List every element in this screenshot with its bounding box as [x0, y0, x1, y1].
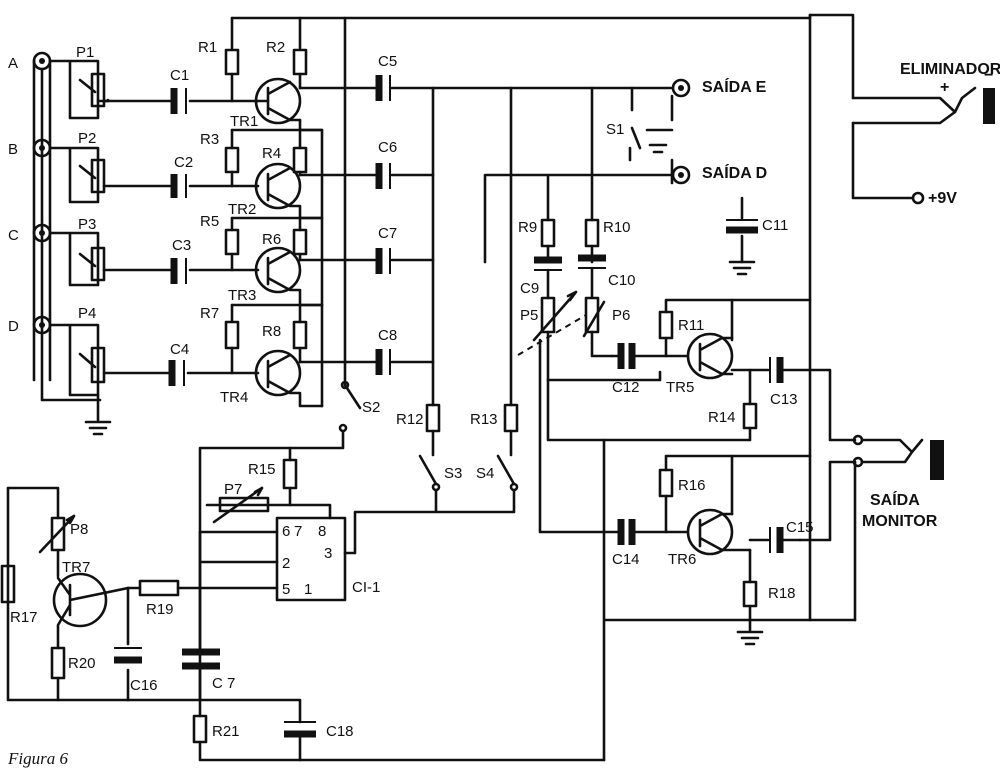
tr4-label: TR4: [220, 389, 248, 406]
s4-label: S4: [476, 465, 494, 482]
r6-label: R6: [262, 231, 281, 248]
figure-caption: Figura 6: [7, 749, 68, 768]
r19-label: R19: [146, 601, 174, 618]
input-pots: [48, 59, 112, 436]
c4-label: C4: [170, 341, 189, 358]
p4-label: P4: [78, 305, 96, 322]
input-label-c: C: [8, 227, 19, 244]
ic-pin-2: 2: [282, 555, 290, 572]
r10-label: R10: [603, 219, 631, 236]
monitor-selector: [517, 218, 662, 382]
r18-label: R18: [768, 585, 796, 602]
ic-pin-5: 5: [282, 581, 290, 598]
r4-label: R4: [262, 145, 281, 162]
tr2-label: TR2: [228, 201, 256, 218]
c11-capacitor: [726, 196, 758, 276]
tr1-label: TR1: [230, 113, 258, 130]
r3-label: R3: [200, 131, 219, 148]
saida-e-label: SAÍDA E: [702, 77, 767, 96]
ic-pin-6: 6: [282, 523, 290, 540]
eliminador-label: ELIMINADOR: [900, 61, 1000, 78]
s3-label: S3: [444, 465, 462, 482]
tr5-label: TR5: [666, 379, 694, 396]
monitor-jack: [798, 434, 944, 622]
r14-label: R14: [708, 409, 736, 426]
c10-label: C10: [608, 272, 636, 289]
tr3-label: TR3: [228, 287, 256, 304]
c7-label: C7: [378, 225, 397, 242]
c6-label: C6: [378, 139, 397, 156]
p8-label: P8: [70, 521, 88, 538]
output-bus: [343, 75, 674, 407]
p7-label: P7: [224, 481, 242, 498]
p5-label: P5: [520, 307, 538, 324]
ic-pin-8: 8: [318, 523, 326, 540]
ic-pin-7: 7: [294, 523, 302, 540]
mixer-transistors: [224, 13, 855, 408]
c5-label: C5: [378, 53, 397, 70]
tr6-stage: [538, 338, 857, 762]
p1-label: P1: [76, 44, 94, 61]
c7b-label: C 7: [212, 675, 235, 692]
power-supply: [808, 13, 995, 622]
r7-label: R7: [200, 305, 219, 322]
c12-label: C12: [612, 379, 640, 396]
input-label-a: A: [8, 55, 18, 72]
c11-label: C11: [762, 217, 788, 234]
s2-label: S2: [362, 399, 380, 416]
p6-label: P6: [612, 307, 630, 324]
r12-label: R12: [396, 411, 424, 428]
saida-d-label: SAÍDA D: [702, 163, 767, 182]
r1-label: R1: [198, 39, 217, 56]
output-jacks: [628, 78, 691, 185]
c1-label: C1: [170, 67, 189, 84]
c15-label: C15: [786, 519, 814, 536]
c2-label: C2: [174, 154, 193, 171]
switches: [198, 380, 519, 702]
tr5-stage: [546, 298, 857, 442]
c8-label: C8: [378, 327, 397, 344]
input-jacks: [32, 51, 102, 402]
minus-label: −: [984, 67, 993, 84]
input-stage-wiring: [102, 88, 270, 386]
saida-monitor-line1: SAÍDA: [870, 490, 920, 509]
r2-label: R2: [266, 39, 285, 56]
r13-label: R13: [470, 411, 498, 428]
r16-label: R16: [678, 477, 706, 494]
c18-label: C18: [326, 723, 354, 740]
c3-label: C3: [172, 237, 191, 254]
ic-pin-1: 1: [304, 581, 312, 598]
r15-label: R15: [248, 461, 276, 478]
ic-timer: [126, 446, 347, 602]
r8-label: R8: [262, 323, 281, 340]
c13-label: C13: [770, 391, 798, 408]
tr6-label: TR6: [668, 551, 696, 568]
r20-label: R20: [68, 655, 96, 672]
lfo-section: [0, 486, 606, 762]
s1-label: S1: [606, 121, 624, 138]
plus-label: +: [940, 79, 949, 96]
p3-label: P3: [78, 216, 96, 233]
r21-label: R21: [212, 723, 240, 740]
c16-label: C16: [130, 677, 158, 694]
r5-label: R5: [200, 213, 219, 230]
c9-label: C9: [520, 280, 539, 297]
input-label-d: D: [8, 318, 19, 335]
ic-pin-3: 3: [324, 545, 332, 562]
tr7-label: TR7: [62, 559, 90, 576]
p2-label: P2: [78, 130, 96, 147]
ci1-label: CI-1: [352, 579, 380, 596]
r11-label: R11: [678, 317, 704, 334]
supply-label: +9V: [928, 190, 957, 207]
saida-monitor-line2: MONITOR: [862, 513, 938, 530]
input-label-b: B: [8, 141, 18, 158]
r17-label: R17: [10, 609, 38, 626]
r9-label: R9: [518, 219, 537, 236]
c14-label: C14: [612, 551, 640, 568]
